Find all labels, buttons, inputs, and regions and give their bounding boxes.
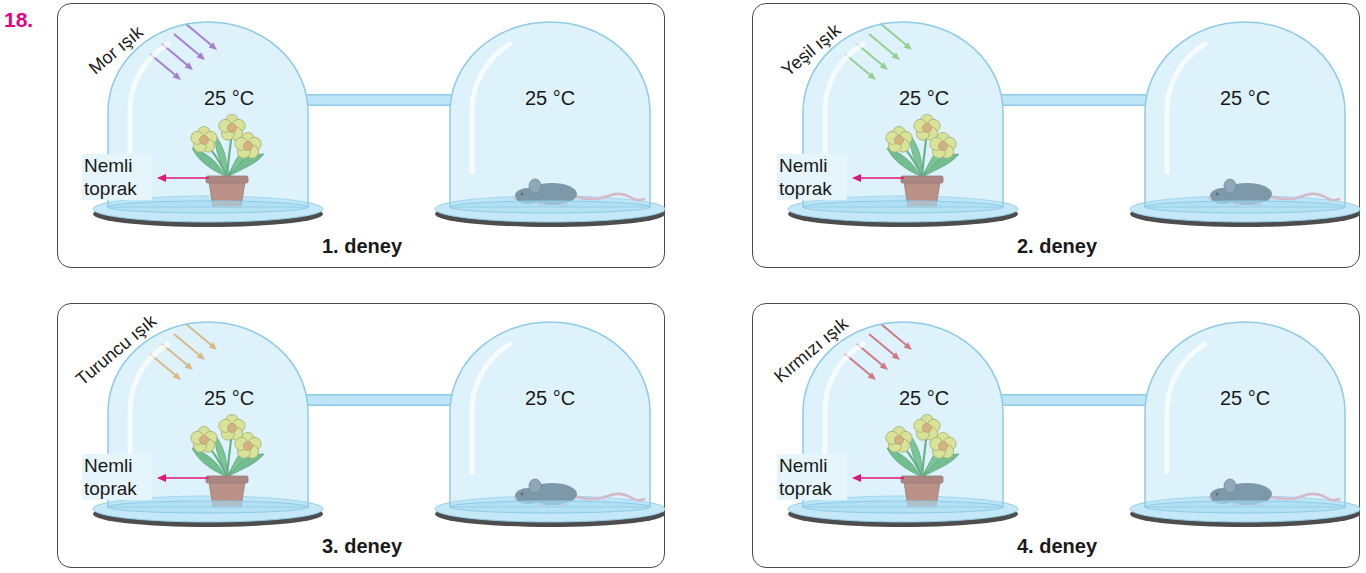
leader-arrowhead (852, 174, 861, 182)
leader-layer (58, 304, 666, 569)
leader-layer (753, 304, 1361, 569)
tube-body (1002, 96, 1146, 105)
soil-label: Nemli toprak (777, 154, 847, 200)
tube-body (307, 96, 451, 105)
mouse-bell-jar: 25 °C (450, 22, 650, 207)
tube-body (1002, 396, 1146, 405)
soil-label: Nemli toprak (82, 154, 152, 200)
leader-layer (58, 4, 666, 269)
connecting-tube (1002, 100, 1146, 101)
tube-outline (307, 94, 451, 106)
temperature-label: 25 °C (899, 386, 949, 410)
experiment-title: 4. deney (1017, 534, 1097, 558)
bell-jar (450, 322, 650, 507)
jar-base (450, 201, 650, 213)
leader-line (164, 177, 209, 179)
bell-jar-drawing (1145, 22, 1345, 207)
soil-label: Nemli toprak (777, 454, 847, 500)
experiment-panel: 25 °C25 °CMor ışıkNemli toprak1. deney (57, 3, 665, 268)
temperature-label: 25 °C (1220, 386, 1270, 410)
leader-line (859, 477, 904, 479)
tube-outline (1002, 94, 1146, 106)
jar-base (108, 201, 308, 213)
tube-outline (1002, 394, 1146, 406)
leader-arrowhead (852, 474, 861, 482)
temperature-label: 25 °C (525, 386, 575, 410)
temperature-label: 25 °C (204, 386, 254, 410)
leader-line (164, 477, 209, 479)
bell-jar-drawing (450, 322, 650, 507)
bell-jar (1145, 22, 1345, 207)
glass-highlight (1167, 344, 1205, 472)
glass-highlight (130, 344, 168, 472)
bell-jar-drawing (450, 22, 650, 207)
jar-base (803, 501, 1003, 513)
glass-highlight (472, 44, 510, 172)
tube-body (307, 396, 451, 405)
leader-layer (753, 4, 1361, 269)
connecting-tube (307, 400, 451, 401)
mouse-bell-jar: 25 °C (1145, 22, 1345, 207)
temperature-label: 25 °C (204, 86, 254, 110)
connecting-tube (1002, 400, 1146, 401)
leader-line (859, 177, 904, 179)
experiment-title: 3. deney (322, 534, 402, 558)
experiment-panel: 25 °C25 °CKırmızı ışıkNemli toprak4. den… (752, 303, 1360, 568)
mouse-bell-jar: 25 °C (450, 322, 650, 507)
experiment-panel: 25 °C25 °CTuruncu ışıkNemli toprak3. den… (57, 303, 665, 568)
connecting-tube (307, 100, 451, 101)
experiment-panel: 25 °C25 °CYeşil ışıkNemli toprak2. deney (752, 3, 1360, 268)
experiment-title: 2. deney (1017, 234, 1097, 258)
jar-base (1145, 201, 1345, 213)
question-number: 18. (4, 8, 33, 32)
glass-highlight (825, 44, 863, 172)
temperature-label: 25 °C (525, 86, 575, 110)
glass-highlight (472, 344, 510, 472)
temperature-label: 25 °C (899, 86, 949, 110)
jar-base (803, 201, 1003, 213)
glass-highlight (1167, 44, 1205, 172)
bell-jar (1145, 322, 1345, 507)
jar-base (108, 501, 308, 513)
mouse-bell-jar: 25 °C (1145, 322, 1345, 507)
bell-jar-drawing (1145, 322, 1345, 507)
jar-base (1145, 501, 1345, 513)
leader-arrowhead (157, 474, 166, 482)
bell-jar (450, 22, 650, 207)
temperature-label: 25 °C (1220, 86, 1270, 110)
leader-arrowhead (157, 174, 166, 182)
jar-base (450, 501, 650, 513)
glass-highlight (130, 44, 168, 172)
glass-highlight (825, 344, 863, 472)
experiment-title: 1. deney (322, 234, 402, 258)
soil-label: Nemli toprak (82, 454, 152, 500)
tube-outline (307, 394, 451, 406)
